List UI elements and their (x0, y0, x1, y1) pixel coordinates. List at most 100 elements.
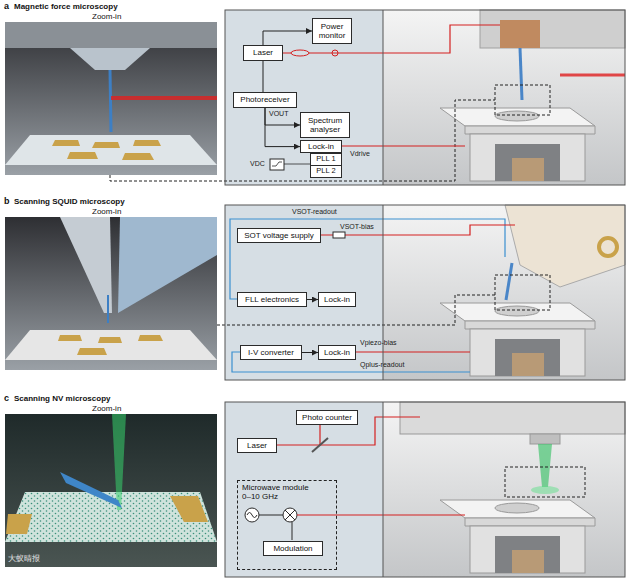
gold-pad (6, 514, 32, 534)
render-ground (383, 10, 625, 185)
panel-frame (225, 10, 625, 185)
sot-tip (107, 295, 109, 323)
node-text: Laser (247, 441, 267, 450)
filter-curve (272, 162, 282, 166)
connector (265, 108, 300, 147)
signal-name: VSOT-readout (292, 208, 337, 216)
probe (520, 48, 522, 100)
connector (307, 299, 318, 300)
panel-frame (225, 402, 625, 577)
panel-title: Scanning NV microscopy (14, 394, 110, 403)
probe-holder (5, 22, 217, 48)
sample (5, 135, 217, 165)
pll-box: PLL 1 (310, 153, 342, 166)
sine-symbol (247, 513, 257, 518)
green-beam (538, 444, 552, 487)
zoom-frame (495, 275, 550, 310)
sample-stage (440, 303, 595, 376)
wire (292, 522, 293, 540)
fiber-coupler (291, 50, 309, 56)
gold-ring (599, 238, 617, 256)
cantilever (60, 472, 122, 508)
panel-c (5, 402, 625, 577)
wire (259, 515, 283, 516)
node-text: Photo counter (302, 413, 352, 422)
node-text: Modulation (273, 544, 312, 553)
gold-pad (58, 335, 82, 341)
beam-glow (531, 486, 559, 494)
connector (263, 61, 264, 92)
mixer-symbol (283, 508, 297, 522)
modulation-box: Modulation (263, 541, 323, 556)
laser-box: Laser (237, 438, 277, 453)
gold-pad (77, 348, 107, 355)
magnetic-tip (110, 70, 111, 132)
filter-symbol (270, 159, 284, 170)
divider (383, 10, 384, 185)
render-ground (383, 205, 625, 380)
divider (383, 402, 384, 577)
zoom-image (5, 217, 217, 370)
optical-path (319, 425, 320, 445)
signal-name: VSOT-bias (340, 223, 374, 231)
node-text: SOT voltage supply (244, 231, 314, 240)
zoom-leader (110, 100, 495, 181)
panel-letter: a (4, 1, 9, 11)
lockin-box: Lock-in (318, 345, 356, 360)
gold-pad (67, 152, 98, 159)
schematic-ground (225, 402, 383, 577)
sample (5, 330, 217, 360)
cantilever (70, 48, 150, 70)
signal-name: VDC (250, 160, 265, 168)
gold-pad (138, 335, 163, 341)
node-text: Microwave module (242, 483, 309, 492)
panel-title: Scanning SQUID microscopy (14, 197, 125, 206)
mixer-cross (285, 510, 295, 520)
panel-b (5, 205, 625, 380)
zoom-image (5, 414, 217, 567)
gold-pad (98, 337, 122, 343)
probe (506, 263, 512, 300)
panel-title: Magnetic force microscopy (14, 2, 118, 11)
counter-box: Photo counter (296, 410, 358, 425)
module-frame: Microwave module0–10 GHzModulation (237, 480, 337, 570)
schematic-ground (225, 10, 383, 185)
filter-wire (284, 164, 310, 165)
signal-name: Qplus-readout (360, 361, 404, 369)
signal-name: Vpiezo-bias (360, 339, 397, 347)
panel-frame (225, 205, 625, 380)
panel-letter: c (4, 393, 9, 403)
oscillator-symbol (245, 508, 259, 522)
analyser-box: Spectrum analyser (300, 112, 350, 138)
divider (383, 205, 384, 380)
piezo-line (356, 351, 470, 352)
zoom-leader (217, 295, 495, 325)
node-text: Photoreceiver (240, 95, 289, 104)
render-ground (383, 402, 625, 577)
resistor-symbol (333, 232, 345, 238)
watermark: 大蚁晴报 (8, 554, 40, 563)
supply-box: SOT voltage supply (237, 228, 321, 243)
node-text: I-V converter (248, 348, 294, 357)
green-beam (112, 414, 126, 510)
node-text: Power monitor (316, 22, 348, 40)
beam-splitter (312, 438, 328, 452)
zoom-frame (495, 85, 550, 115)
lockin-box: Lock-in (318, 292, 356, 307)
lockin-box: Lock-in (300, 140, 342, 153)
node-text: FLL electronics (245, 295, 299, 304)
zoom-caption: Zoom-in (92, 12, 121, 21)
gold-pad (52, 140, 80, 146)
fiber-coil (332, 50, 338, 56)
sample-stage (440, 500, 595, 573)
node-text: PLL 1 (316, 155, 335, 164)
schematic-ground (225, 205, 383, 380)
panel-a (5, 10, 625, 185)
tuning-fork (118, 217, 217, 313)
pll-box: PLL 2 (310, 165, 342, 178)
microscope-head (480, 10, 625, 48)
panel-letter: b (4, 196, 10, 206)
monitor-box: Power monitor (312, 18, 352, 44)
